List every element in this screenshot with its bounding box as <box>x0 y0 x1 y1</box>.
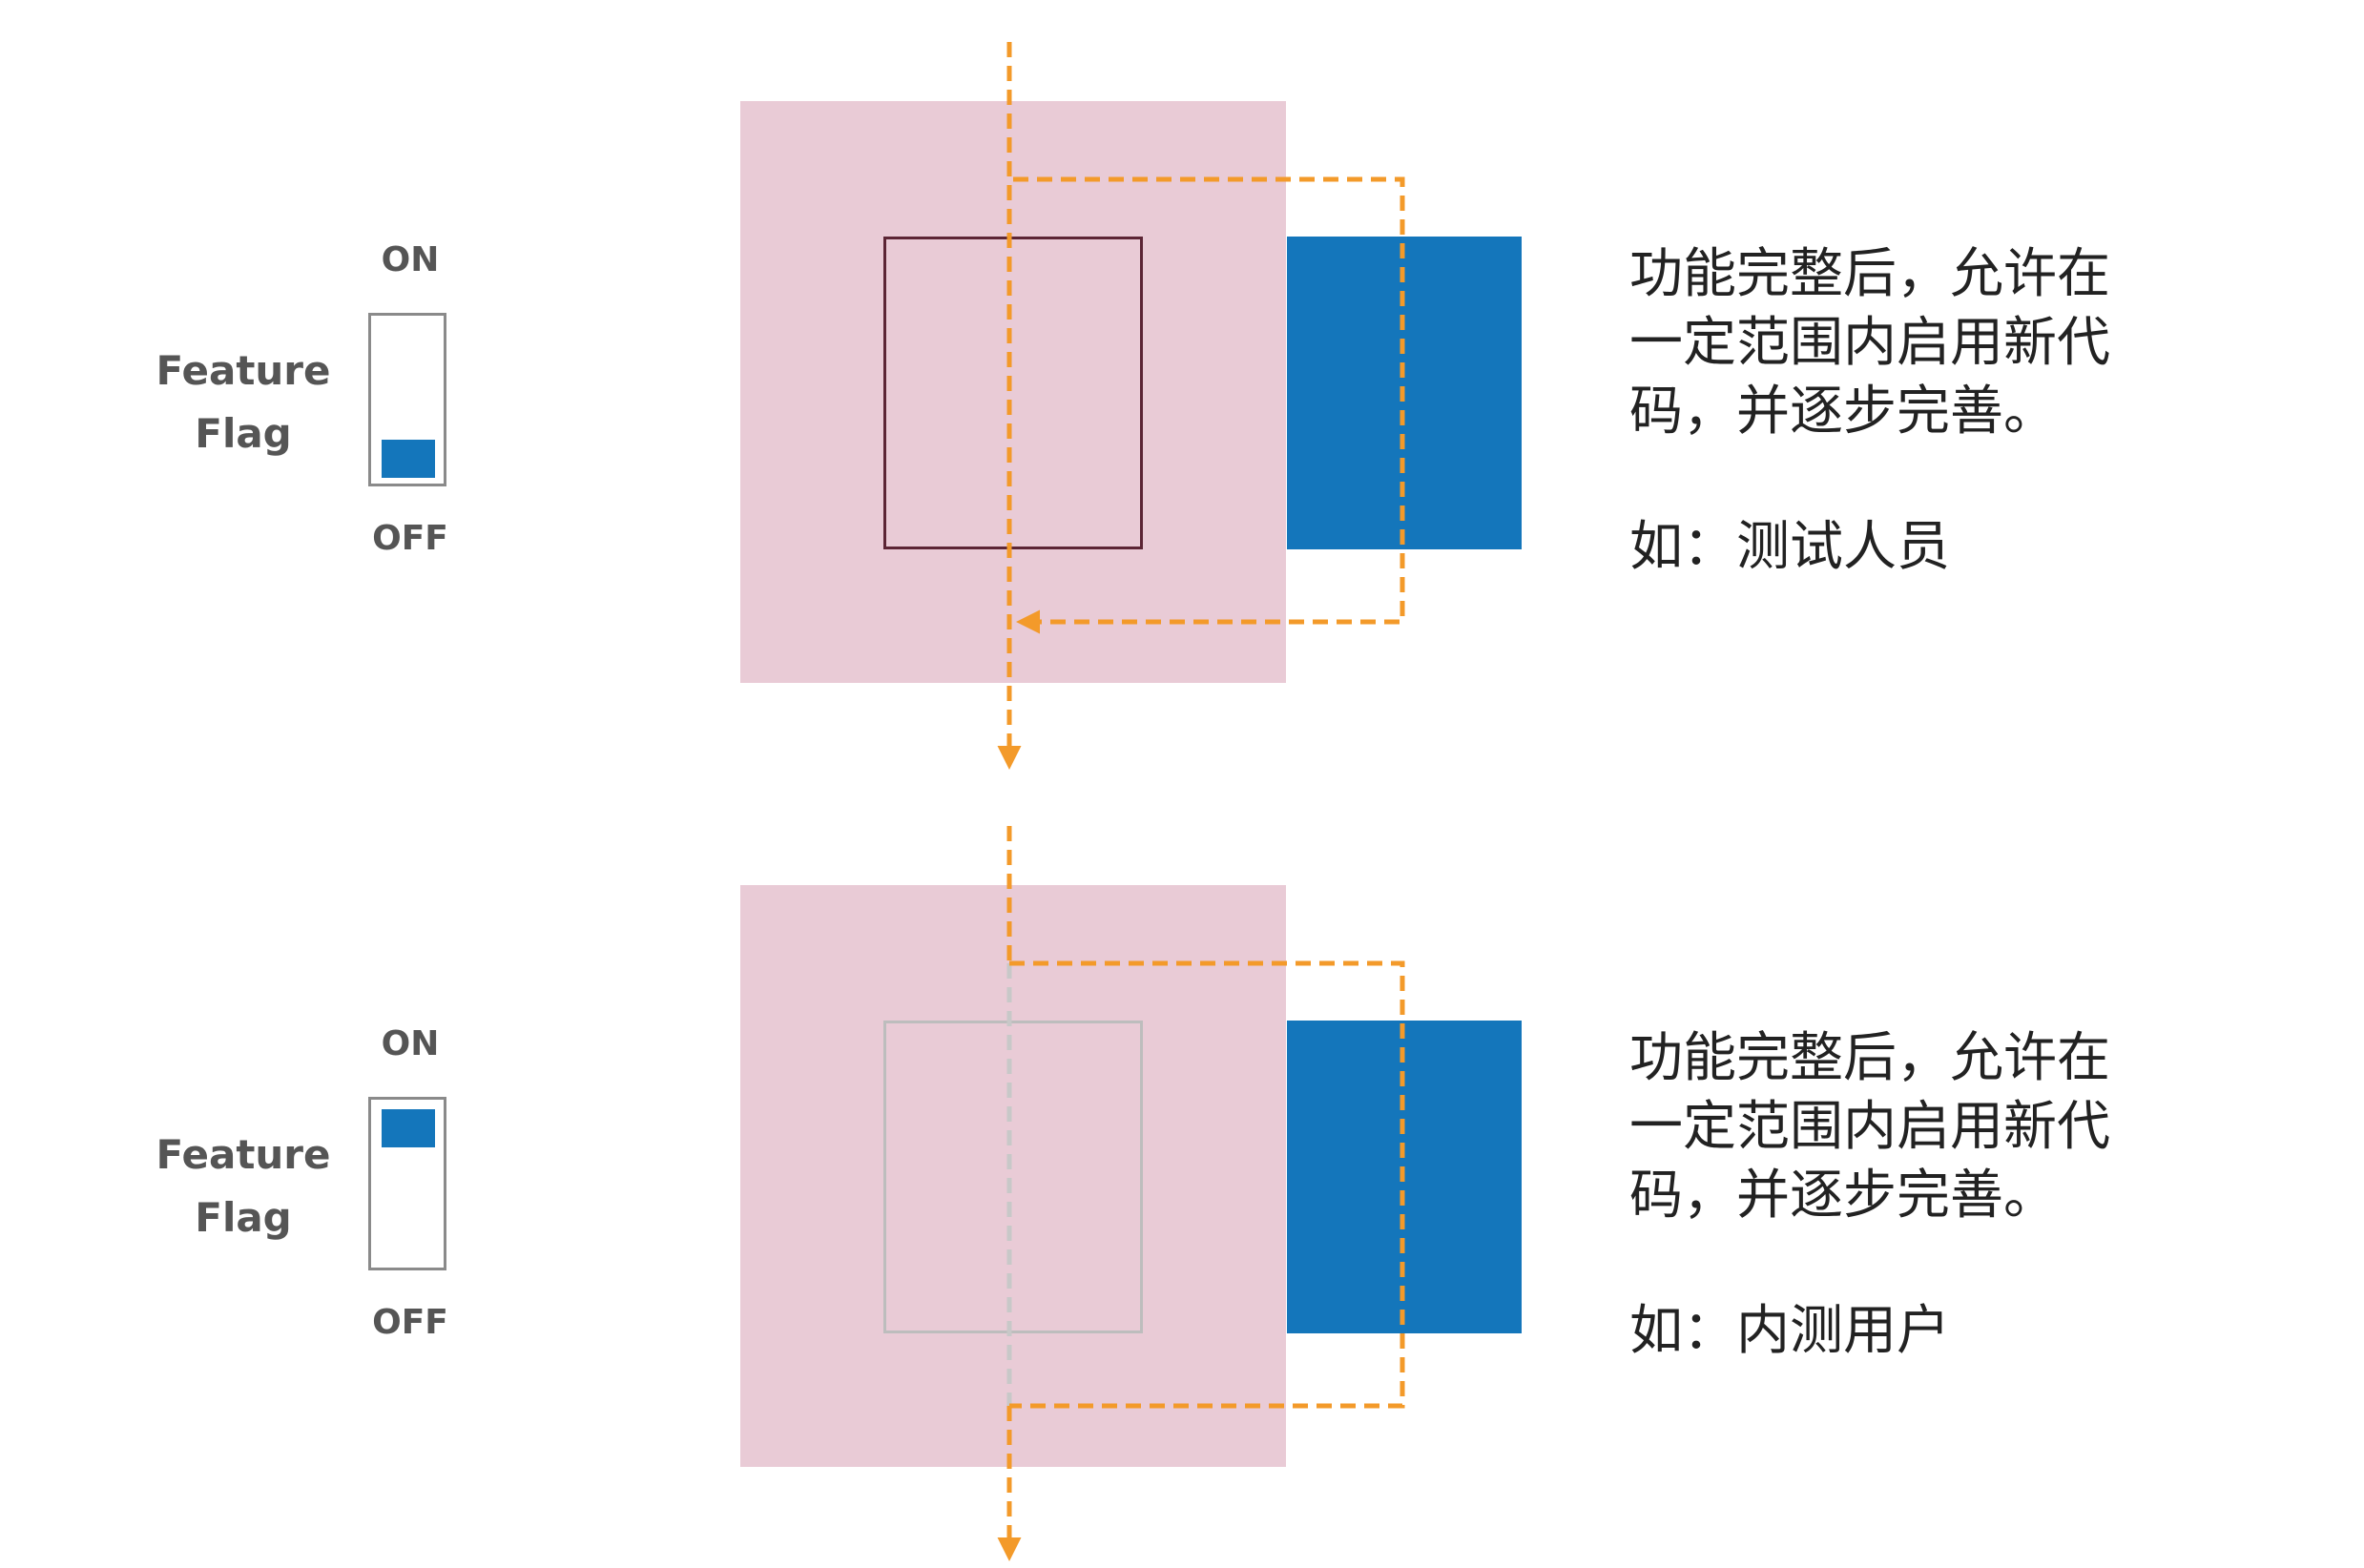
switch-on-label: ON <box>381 1024 440 1063</box>
feature-flag-label: Feature Flag <box>143 1124 343 1249</box>
example-text: 如：内测用户 <box>1629 1300 1950 1362</box>
description-line: 一定范围内启用新代 <box>1629 1096 2110 1158</box>
old-code-box-inactive <box>883 1021 1143 1333</box>
feature-flag-switch[interactable] <box>368 1097 446 1270</box>
flow-arrows <box>997 826 1405 1561</box>
feature-flag-label-line1: Feature <box>156 347 331 394</box>
feature-area <box>740 101 1286 683</box>
feature-flag-label: Feature Flag <box>143 340 343 465</box>
feature-area <box>740 885 1286 1467</box>
switch-on-label: ON <box>381 240 440 279</box>
switch-off-label: OFF <box>372 1303 448 1342</box>
feature-flag-label-line2: Flag <box>195 410 292 457</box>
description-text: 功能完整后，允许在 一定范围内启用新代 码，并逐步完善。 <box>1629 240 2240 446</box>
old-code-box-active <box>883 237 1143 549</box>
feature-flag-panel-on: Feature Flag ON OFF 功能完整后，允许在 一定范围内启用新代 … <box>0 784 2364 1568</box>
switch-knob[interactable] <box>382 1109 435 1147</box>
description-line: 码，并逐步完善。 <box>1629 1165 2057 1227</box>
detour-flow-arrow <box>1013 176 1405 634</box>
description-line: 功能完整后，允许在 <box>1629 243 2110 305</box>
feature-flag-switch[interactable] <box>368 313 446 486</box>
description-line: 功能完整后，允许在 <box>1629 1027 2110 1089</box>
description-text: 功能完整后，允许在 一定范围内启用新代 码，并逐步完善。 <box>1629 1024 2240 1230</box>
flow-arrows <box>997 42 1405 770</box>
switch-off-label: OFF <box>372 519 448 558</box>
feature-flag-label-line2: Flag <box>195 1194 292 1241</box>
switch-knob[interactable] <box>382 440 435 478</box>
feature-flag-panel-off: Feature Flag ON OFF 功能完整后，允许在 一定范围内启用新代 … <box>143 42 2240 770</box>
description-line: 码，并逐步完善。 <box>1629 381 2057 443</box>
new-code-flow-arrow <box>1009 960 1405 1409</box>
description-line: 一定范围内启用新代 <box>1629 312 2110 374</box>
feature-flag-label-line1: Feature <box>156 1131 331 1178</box>
example-text: 如：测试人员 <box>1629 516 1950 578</box>
